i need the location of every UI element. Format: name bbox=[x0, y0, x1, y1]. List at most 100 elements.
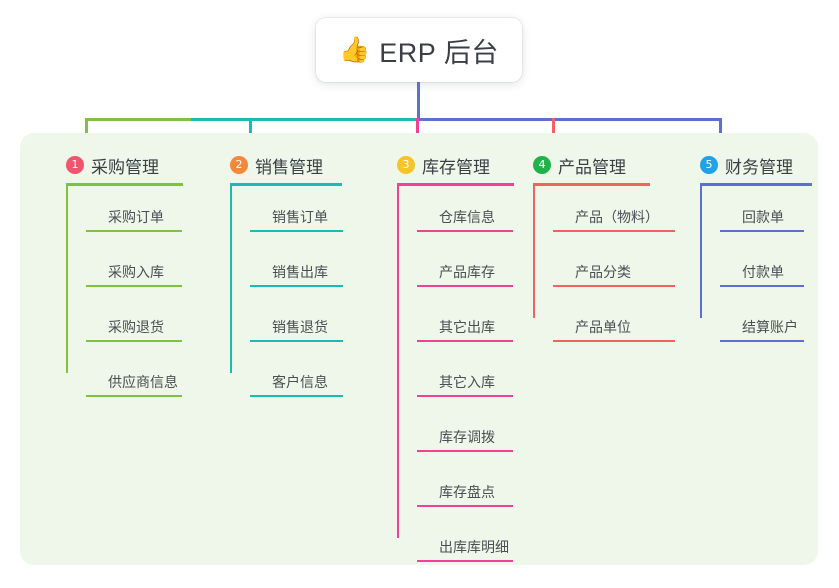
menu-item-label: 出库库明细 bbox=[439, 539, 509, 555]
column-badge-3: 3 bbox=[397, 156, 415, 174]
column-title-4: 产品管理 bbox=[558, 157, 626, 177]
menu-item[interactable]: 产品库存 bbox=[417, 261, 513, 287]
menu-item-label: 回款单 bbox=[742, 209, 784, 225]
menu-item[interactable]: 供应商信息 bbox=[86, 371, 182, 397]
menu-item[interactable]: 产品分类 bbox=[553, 261, 675, 287]
menu-item-label: 产品分类 bbox=[575, 264, 631, 280]
menu-item-label: 库存调拨 bbox=[439, 429, 495, 445]
root-node-title: ERP 后台 bbox=[379, 37, 499, 68]
menu-item-rule bbox=[417, 285, 513, 287]
connector-bus-segment-2 bbox=[191, 118, 416, 121]
menu-item[interactable]: 采购退货 bbox=[86, 316, 182, 342]
menu-item-label: 采购入库 bbox=[108, 264, 164, 280]
menu-item-label: 销售出库 bbox=[272, 264, 328, 280]
connector-root-stem bbox=[417, 82, 420, 118]
menu-item-label: 库存盘点 bbox=[439, 484, 495, 500]
column-spine-4 bbox=[533, 186, 535, 318]
menu-item-label: 采购退货 bbox=[108, 319, 164, 335]
column-spine-2 bbox=[230, 186, 232, 373]
column-3: 4 产品管理产品（物料） 产品分类产品单位 bbox=[515, 146, 675, 342]
menu-item-rule bbox=[250, 395, 343, 397]
menu-item-rule bbox=[250, 230, 343, 232]
menu-item-rule bbox=[417, 340, 513, 342]
menu-item[interactable]: 客户信息 bbox=[250, 371, 343, 397]
menu-item-label: 销售退货 bbox=[272, 319, 328, 335]
connector-bus-segment-4 bbox=[552, 118, 720, 121]
column-badge-2: 2 bbox=[230, 156, 248, 174]
menu-item[interactable]: 库存盘点 bbox=[417, 481, 513, 507]
menu-item-label: 其它出库 bbox=[439, 319, 495, 335]
connector-bus-segment-1 bbox=[85, 118, 191, 121]
menu-item-label: 客户信息 bbox=[272, 374, 328, 390]
column-title-5: 财务管理 bbox=[725, 157, 793, 177]
menu-item[interactable]: 库存调拨 bbox=[417, 426, 513, 452]
column-4: 5 财务管理回款单付款单结算账户 bbox=[682, 146, 812, 342]
menu-item-label: 采购订单 bbox=[108, 209, 164, 225]
column-badge-5: 5 bbox=[700, 156, 718, 174]
column-badge-4: 4 bbox=[533, 156, 551, 174]
menu-item-rule bbox=[720, 230, 804, 232]
menu-item-rule bbox=[553, 230, 675, 232]
column-title-3: 库存管理 bbox=[422, 157, 490, 177]
menu-item-rule bbox=[553, 340, 675, 342]
menu-item-label: 产品（物料） bbox=[575, 209, 659, 225]
connector-bus-segment-3 bbox=[416, 118, 552, 121]
menu-item-rule bbox=[417, 450, 513, 452]
menu-item-label: 付款单 bbox=[742, 264, 784, 280]
column-header-5[interactable]: 5 财务管理 bbox=[682, 146, 793, 184]
column-spine-3 bbox=[397, 186, 399, 538]
menu-item[interactable]: 产品单位 bbox=[553, 316, 675, 342]
column-title-1: 采购管理 bbox=[91, 157, 159, 177]
menu-item-rule bbox=[417, 230, 513, 232]
menu-item-rule bbox=[86, 230, 182, 232]
column-header-4[interactable]: 4 产品管理 bbox=[515, 146, 626, 184]
column-header-2[interactable]: 2 销售管理 bbox=[212, 146, 323, 184]
menu-item-label: 其它入库 bbox=[439, 374, 495, 390]
column-1: 2 销售管理销售订单销售出库销售退货客户信息 bbox=[212, 146, 343, 397]
menu-item-rule bbox=[250, 285, 343, 287]
menu-item[interactable]: 产品（物料） bbox=[553, 206, 675, 232]
column-header-rule-2 bbox=[230, 183, 342, 186]
menu-item-rule bbox=[417, 395, 513, 397]
column-header-rule-3 bbox=[397, 183, 514, 186]
menu-item-rule bbox=[720, 285, 804, 287]
column-header-rule-4 bbox=[533, 183, 650, 186]
menu-item-rule bbox=[86, 285, 182, 287]
column-header-rule-5 bbox=[700, 183, 812, 186]
column-header-3[interactable]: 3 库存管理 bbox=[379, 146, 490, 184]
menu-item-label: 结算账户 bbox=[742, 319, 798, 335]
menu-item-rule bbox=[86, 395, 182, 397]
menu-item[interactable]: 结算账户 bbox=[720, 316, 804, 342]
menu-item[interactable]: 采购入库 bbox=[86, 261, 182, 287]
thumbs-up-icon: 👍 bbox=[339, 35, 371, 64]
menu-item[interactable]: 销售出库 bbox=[250, 261, 343, 287]
menu-item[interactable]: 仓库信息 bbox=[417, 206, 513, 232]
menu-item-label: 供应商信息 bbox=[108, 374, 178, 390]
column-header-rule-1 bbox=[66, 183, 183, 186]
column-spine-1 bbox=[66, 186, 68, 373]
root-node-card[interactable]: 👍 ERP 后台 bbox=[316, 18, 522, 82]
menu-item-rule bbox=[417, 560, 513, 562]
menu-item[interactable]: 销售退货 bbox=[250, 316, 343, 342]
menu-item-rule bbox=[250, 340, 343, 342]
menu-item[interactable]: 付款单 bbox=[720, 261, 804, 287]
menu-item[interactable]: 出库库明细 bbox=[417, 536, 513, 562]
menu-item-rule bbox=[553, 285, 675, 287]
column-title-2: 销售管理 bbox=[255, 157, 323, 177]
menu-item[interactable]: 其它入库 bbox=[417, 371, 513, 397]
menu-item-label: 仓库信息 bbox=[439, 209, 495, 225]
menu-item-label: 产品单位 bbox=[575, 319, 631, 335]
menu-item[interactable]: 采购订单 bbox=[86, 206, 182, 232]
menu-item-label: 产品库存 bbox=[439, 264, 495, 280]
menu-item[interactable]: 其它出库 bbox=[417, 316, 513, 342]
menu-item-rule bbox=[720, 340, 804, 342]
menu-item-rule bbox=[417, 505, 513, 507]
menu-item[interactable]: 销售订单 bbox=[250, 206, 343, 232]
menu-item[interactable]: 回款单 bbox=[720, 206, 804, 232]
column-2: 3 库存管理仓库信息产品库存其它出库其它入库库存调拨库存盘点出库库明细 bbox=[379, 146, 514, 562]
menu-item-label: 销售订单 bbox=[272, 209, 328, 225]
